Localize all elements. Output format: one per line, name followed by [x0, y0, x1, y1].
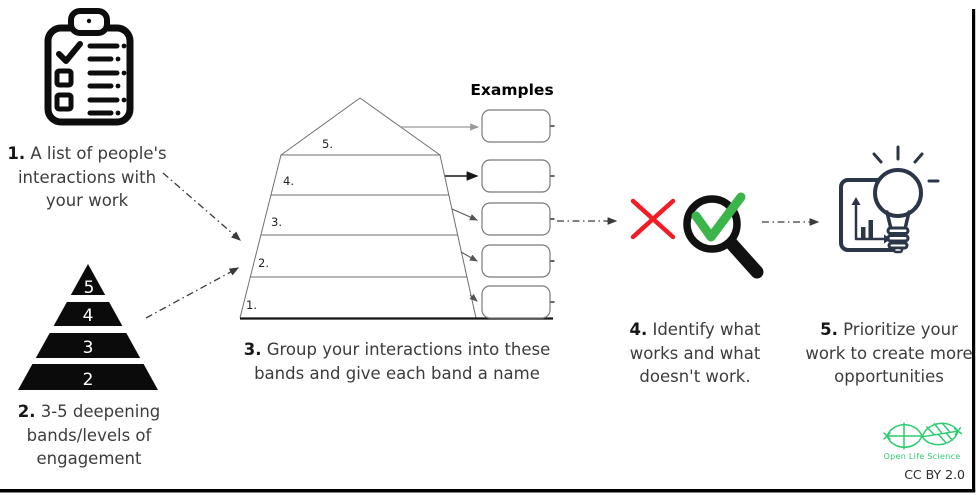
pyramid-band-number: 2 — [83, 370, 94, 390]
arrow-step2-to-pyramid — [145, 267, 240, 319]
caption-line: 2. 3-5 deepening — [17, 402, 161, 421]
caption-line: engagement — [36, 449, 142, 468]
caption-line: bands/levels of — [26, 425, 152, 445]
example-box — [481, 202, 551, 236]
caption-line: 4. Identify what — [629, 320, 761, 339]
checklist-clipboard-icon — [44, 8, 134, 126]
flow-arrows — [145, 172, 820, 319]
band-label: 5. — [322, 137, 333, 151]
step-3-caption: 3. Group your interactions into these ba… — [244, 338, 551, 385]
pyramid-band-number: 3 — [83, 338, 94, 358]
slide-border — [0, 9, 976, 493]
caption-line: works and what — [629, 343, 761, 363]
step-4-caption: 4. Identify what works and what doesn't … — [629, 318, 760, 389]
caption-line: bands and give each band a name — [254, 363, 540, 383]
open-life-science-logo-icon — [883, 422, 963, 450]
example-box — [481, 285, 551, 319]
band-label: 4. — [283, 174, 294, 188]
step-5-caption: 5. Prioritize your work to create more o… — [805, 318, 972, 389]
example-box — [481, 244, 551, 278]
arrow-step1-to-pyramid — [162, 172, 241, 241]
caption-line: 3. Group your interactions into these — [243, 340, 551, 359]
examples-heading: Examples — [470, 81, 554, 99]
band-label: 3. — [271, 215, 282, 229]
caption-line: your work — [45, 191, 129, 210]
step-2-caption: 2. 3-5 deepening bands/levels of engagem… — [18, 400, 161, 471]
example-boxes — [481, 109, 551, 319]
caption-line: opportunities — [834, 367, 944, 386]
logo-label: Open Life Science — [883, 452, 961, 461]
pyramid-band-number: 5 — [84, 278, 95, 298]
caption-line: interactions with — [17, 167, 157, 187]
example-box — [481, 159, 551, 193]
pyramid-band-labels: 5. 4. 3. 2. 1. — [246, 137, 333, 312]
band-label: 1. — [246, 298, 257, 312]
caption-line: work to create more — [805, 343, 973, 363]
step-1-caption: 1. A list of people's interactions with … — [7, 142, 166, 213]
engagement-pyramid-icon: 5 4 3 2 — [18, 264, 158, 390]
band-label: 2. — [258, 256, 269, 270]
caption-line: doesn't work. — [639, 367, 751, 386]
red-x-icon — [630, 198, 676, 240]
example-box-stubs — [550, 125, 555, 303]
band-connectors — [401, 123, 480, 302]
caption-line: 5. Prioritize your — [820, 320, 958, 339]
pyramid-band-number: 4 — [83, 306, 94, 326]
example-box — [481, 109, 551, 143]
magnifier-check-icon — [683, 192, 764, 279]
license-text: CC BY 2.0 — [904, 467, 965, 482]
caption-line: 1. A list of people's — [7, 144, 167, 163]
lightbulb-chart-icon — [839, 145, 940, 254]
